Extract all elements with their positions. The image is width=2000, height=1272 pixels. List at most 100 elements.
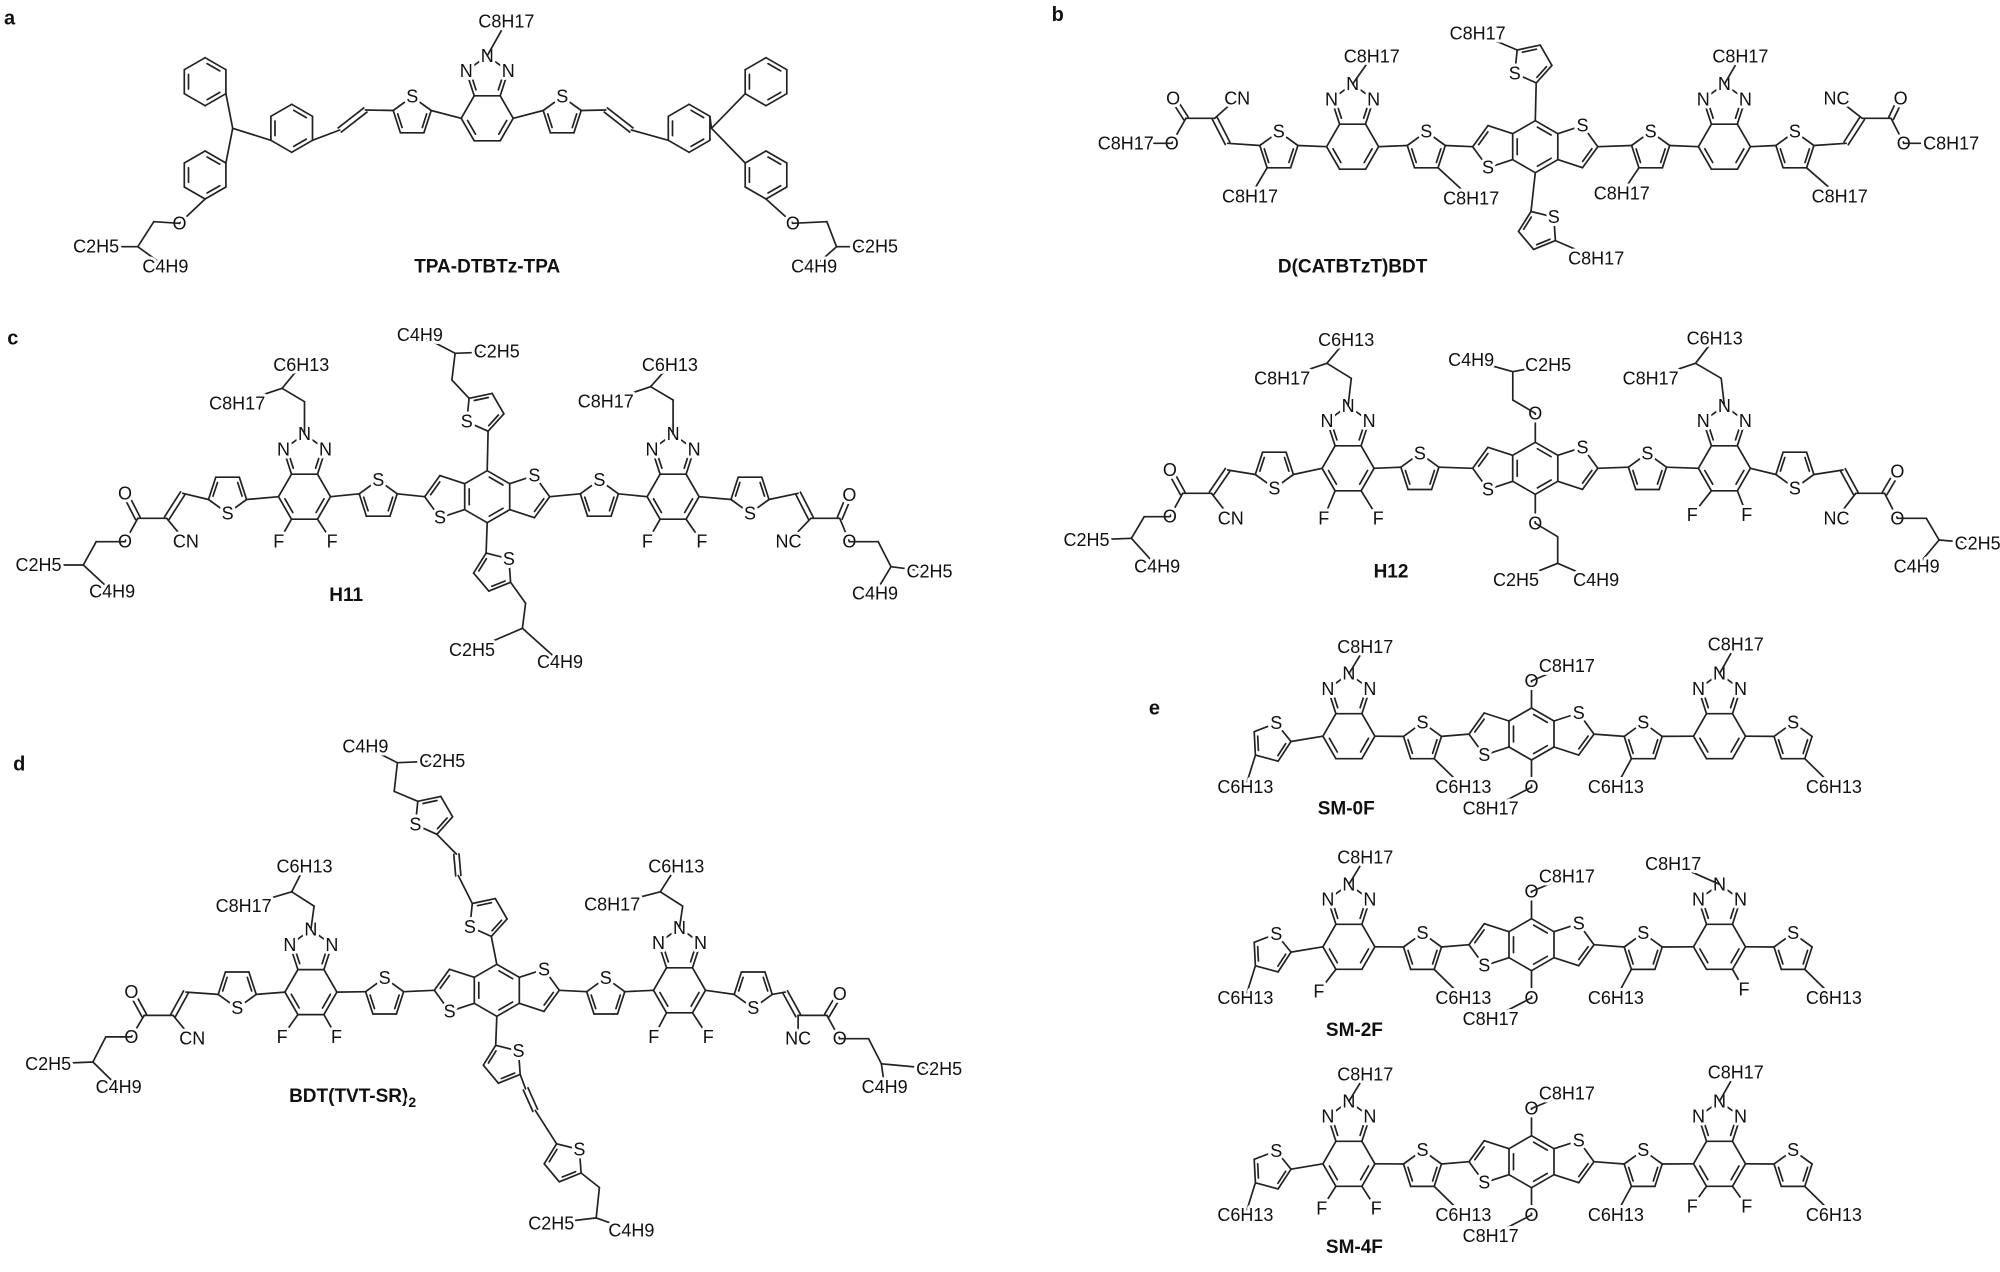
double-bond-line <box>1627 738 1634 755</box>
hexyl-substituent: C6H13 <box>1217 1205 1273 1225</box>
bond <box>1438 466 1474 470</box>
thiophene-ring: S <box>542 84 583 134</box>
double-bond-line <box>1431 949 1438 965</box>
double-bond <box>606 107 634 129</box>
bond <box>1277 130 1299 147</box>
bond <box>1649 130 1671 147</box>
bond <box>1553 922 1580 933</box>
bond <box>1803 946 1813 971</box>
sulfur-atom-label: S <box>231 998 243 1018</box>
double-bond-line <box>1777 949 1784 965</box>
bond <box>310 928 333 946</box>
ethyl-substituent: C2H5 <box>15 555 61 575</box>
bond <box>1581 446 1599 470</box>
benzene-ring <box>270 103 314 154</box>
bond <box>1290 735 1324 743</box>
sulfur-atom-label: S <box>528 466 540 486</box>
bond <box>1577 922 1595 946</box>
hexyl-substituent: C6H13 <box>1806 777 1862 797</box>
double-bond <box>522 1089 534 1113</box>
bond <box>1775 144 1784 169</box>
octyl-substituent: C8H17 <box>1539 1084 1595 1104</box>
bond <box>1326 404 1349 422</box>
bond <box>1318 968 1337 993</box>
double-bond <box>1212 470 1231 496</box>
bond <box>471 897 497 905</box>
bond <box>1691 1185 1708 1208</box>
bond <box>730 476 740 501</box>
double-bond <box>1216 116 1231 143</box>
double-bond <box>1892 98 1904 121</box>
sulfur-atom-label: S <box>512 1041 524 1061</box>
bond <box>358 492 368 518</box>
bond <box>1773 721 1794 738</box>
bond <box>495 1002 521 1018</box>
bond <box>1692 1140 1708 1165</box>
bond <box>1348 1100 1371 1118</box>
bond <box>1718 643 1737 675</box>
n-alkyl-substituent: C8H17 <box>478 12 534 32</box>
bond <box>744 186 767 200</box>
bond <box>469 925 493 938</box>
bond <box>1327 1115 1337 1143</box>
bond <box>543 1142 558 1165</box>
bond <box>1360 444 1375 470</box>
alkyl-substituent: C8H17 <box>1594 183 1650 203</box>
bond <box>165 517 187 543</box>
bond <box>460 94 476 120</box>
branched-alkyl-substituent: C4H9 <box>342 737 388 757</box>
bond <box>1513 72 1538 84</box>
bond <box>1433 735 1443 760</box>
bond <box>316 473 332 498</box>
double-bond-line <box>1536 479 1552 489</box>
double-bond-line <box>1335 102 1343 120</box>
double-bond <box>452 853 457 877</box>
bond <box>183 92 206 107</box>
hexyl-substituent: C6H13 <box>1435 988 1491 1008</box>
thiophene-ring: S <box>364 965 405 1015</box>
double-bond-line <box>1256 1162 1260 1179</box>
double-bond-line <box>1536 126 1552 136</box>
bond <box>1813 142 1848 147</box>
ester-alkyl-substituent: C8H17 <box>1923 133 1979 153</box>
bond <box>765 150 788 164</box>
carbonyl-oxygen-label: O <box>118 483 132 503</box>
bond <box>733 993 755 1010</box>
butyl-substituent: C4H9 <box>1134 557 1180 577</box>
cyano-group-label: CN <box>1224 88 1250 108</box>
branched-alkyl-substituent: C8H17 <box>216 896 272 916</box>
bond <box>1654 1163 1664 1188</box>
bond <box>1348 883 1371 901</box>
bond <box>460 117 476 142</box>
bond <box>323 991 338 1016</box>
bond <box>82 540 98 566</box>
bond <box>1361 712 1376 738</box>
bond <box>1351 83 1375 101</box>
bond <box>463 508 489 524</box>
double-bond <box>340 111 368 133</box>
bond <box>242 890 293 907</box>
thiophene-ring: S <box>482 1038 528 1085</box>
bond <box>521 602 527 630</box>
carbonyl-oxygen-label: O <box>842 485 856 505</box>
thiophene-ring: S <box>1623 710 1664 760</box>
fluorine-atom-label: F <box>1371 1199 1382 1219</box>
octyl-substituent: C8H17 <box>1539 656 1595 676</box>
bond <box>652 1011 668 1038</box>
bond <box>1577 943 1595 967</box>
double-bond-line <box>487 1050 497 1064</box>
benzotriazole-unit: NNN <box>1694 71 1755 171</box>
sulfur-atom-label: S <box>747 998 759 1018</box>
alkyl-substituent: C8H17 <box>1222 187 1278 207</box>
bond <box>1437 166 1473 200</box>
double-bond-line <box>1730 948 1740 964</box>
bond <box>1326 420 1336 447</box>
bond <box>580 109 607 112</box>
bond <box>1534 522 1559 538</box>
bond <box>393 761 399 793</box>
sulfur-atom-label: S <box>1416 923 1428 943</box>
sulfur-atom-label: S <box>1416 1140 1428 1160</box>
bond <box>1883 492 1899 520</box>
bond <box>1775 130 1796 147</box>
